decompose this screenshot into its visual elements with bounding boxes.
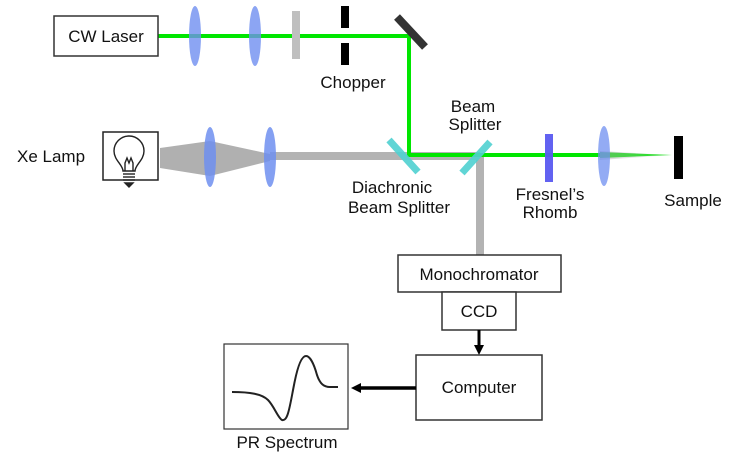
light-bulb-icon <box>113 135 145 188</box>
monochromator-box <box>397 254 562 293</box>
cw-laser[interactable]: CW Laser <box>53 15 159 57</box>
chopper[interactable]: Chopper <box>320 6 386 92</box>
beam-splitter-label-line1: Beam <box>451 97 495 116</box>
beam-splitter-plate <box>459 139 493 176</box>
fresnels-rhomb[interactable]: Fresnel’s Rhomb <box>516 134 585 222</box>
beam-splitter-label-line2: Splitter <box>449 115 502 134</box>
fresnels-rhomb-label-line1: Fresnel’s <box>516 185 585 204</box>
white-beam-to-monochromator <box>476 156 484 258</box>
computer[interactable]: Computer <box>415 354 543 421</box>
sample-plate <box>674 136 683 179</box>
laser-beam <box>158 34 672 160</box>
computer-label: Computer <box>442 378 517 397</box>
sample[interactable]: Sample <box>664 136 722 210</box>
fresnels-rhomb-label-line2: Rhomb <box>523 203 578 222</box>
sample-label: Sample <box>664 191 722 210</box>
lamp-lens-1 <box>204 127 216 187</box>
focused-white-beam <box>600 151 672 160</box>
ccd-box <box>441 291 517 331</box>
dichroic-label-line1: Diachronic <box>352 178 433 197</box>
chopper-blade-bottom <box>341 43 349 65</box>
dichroic-label-line2: Beam Splitter <box>348 198 450 217</box>
laser-lens-2 <box>249 6 261 66</box>
fresnels-rhomb-plate <box>545 134 553 182</box>
chopper-label: Chopper <box>320 73 386 92</box>
chopper-blade-top <box>341 6 349 28</box>
white-beam-to-splitter <box>270 152 480 160</box>
pr-spectrum[interactable]: PR Spectrum <box>223 343 349 452</box>
dichroic-beam-splitter[interactable]: Diachronic Beam Splitter <box>348 137 450 217</box>
mirror <box>394 14 428 50</box>
cw-laser-box <box>53 15 159 57</box>
xe-lamp[interactable]: Xe Lamp <box>17 131 159 188</box>
focusing-lens <box>598 126 610 186</box>
derivative-lineshape-icon <box>231 354 338 422</box>
ccd-label: CCD <box>461 302 498 321</box>
pr-spectrum-label: PR Spectrum <box>236 433 337 452</box>
computer-box <box>415 354 543 421</box>
laser-lens-1 <box>189 6 201 66</box>
laser-filter <box>292 11 300 59</box>
dichroic-splitter-plate <box>386 137 421 175</box>
beam-splitter[interactable]: Beam Splitter <box>449 97 502 176</box>
monochromator[interactable]: Monochromator <box>397 254 562 293</box>
ccd[interactable]: CCD <box>441 291 517 331</box>
cw-laser-label: CW Laser <box>68 27 144 46</box>
pr-spectrum-box <box>223 343 349 430</box>
lamp-lens-2 <box>264 127 276 187</box>
xe-lamp-label: Xe Lamp <box>17 147 85 166</box>
monochromator-label: Monochromator <box>419 265 538 284</box>
